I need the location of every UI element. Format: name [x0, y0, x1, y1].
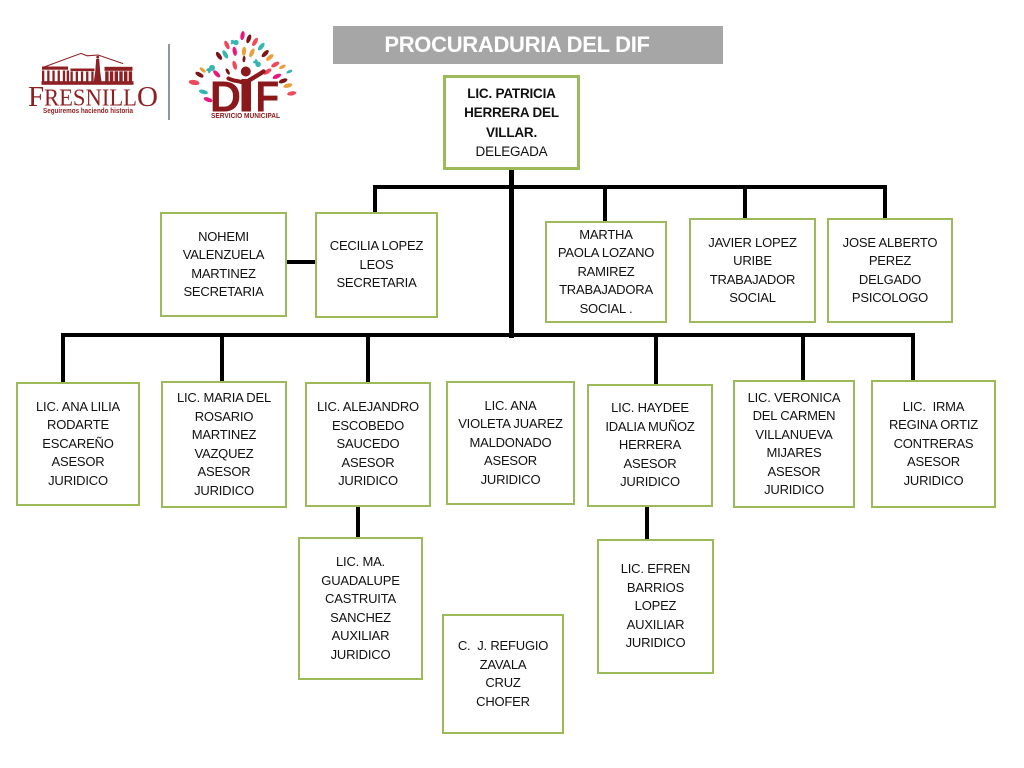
svg-text:O: O	[137, 81, 158, 113]
svg-text:SERVICIO MUNICIPAL: SERVICIO MUNICIPAL	[211, 111, 280, 120]
svg-text:F: F	[255, 74, 279, 122]
svg-text:F: F	[28, 81, 44, 113]
svg-text:Seguiremos haciendo historia: Seguiremos haciendo historia	[43, 108, 133, 115]
svg-text:RESNILL: RESNILL	[44, 86, 137, 112]
svg-text:D: D	[210, 74, 241, 122]
